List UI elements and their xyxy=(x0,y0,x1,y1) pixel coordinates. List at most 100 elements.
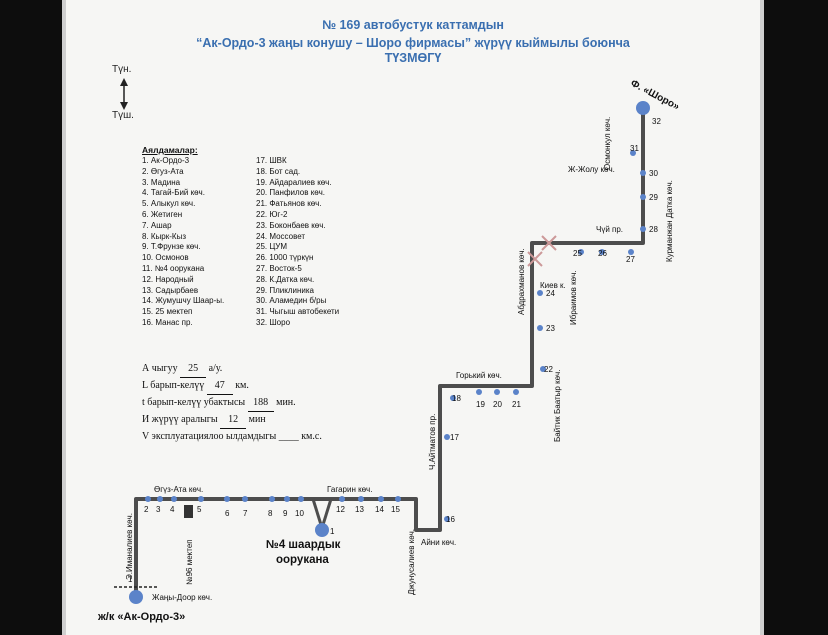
street-label-school96: №96 мектеп xyxy=(185,539,194,585)
stop-number: 15 xyxy=(391,505,400,514)
stop-item: 8. Кырк-Кыз xyxy=(142,231,186,241)
param-a: А чыгуу 25 а/у. xyxy=(142,361,322,378)
stop-dot xyxy=(578,249,584,255)
stop-dot xyxy=(284,496,290,502)
stop-dot xyxy=(444,516,450,522)
stop-dot xyxy=(450,395,456,401)
stop-number: 29 xyxy=(649,193,658,202)
stop-number: 31 xyxy=(630,144,639,153)
stop-number: 8 xyxy=(268,509,273,518)
hospital-marker xyxy=(315,523,329,537)
param-l: L барып-келүү 47 км. xyxy=(142,378,322,395)
hospital-label-line2: оорукана xyxy=(276,554,329,566)
stop-item: 15. 25 мектеп xyxy=(142,307,193,317)
stop-item: 24. Моссовет xyxy=(256,231,306,241)
stop-item: 17. ШВК xyxy=(256,156,287,165)
stop-dot xyxy=(171,496,177,502)
end-terminal-marker xyxy=(636,101,650,115)
stop-dot xyxy=(358,496,364,502)
stop-number: 16 xyxy=(446,515,455,524)
stop-number: 28 xyxy=(649,225,658,234)
stop-number: 3 xyxy=(156,505,161,514)
stop-dot xyxy=(444,434,450,440)
stops-list-title: Аялдамалар: xyxy=(142,145,198,155)
stops-list-col1: 1. Ак-Ордо-3 2. Өгуз-Ата 3. Мадина 4. Та… xyxy=(142,156,224,329)
stop-dot xyxy=(640,194,646,200)
stop-dot xyxy=(537,325,543,331)
stop-number: 25 xyxy=(573,249,582,258)
stop-item: 18. Бот сад. xyxy=(256,166,301,176)
street-label-kurmanjan: Курманжан Датка көч. xyxy=(665,180,674,262)
compass-north-label: Түн. xyxy=(112,64,132,75)
street-label-aini: Айни көч. xyxy=(421,538,456,547)
stop-number: 26 xyxy=(598,249,607,258)
stop-item: 1. Ак-Ордо-3 xyxy=(142,156,190,165)
stop-number: 30 xyxy=(649,169,658,178)
stop-item: 13. Садырбаев xyxy=(142,285,199,295)
closed-segment-icon xyxy=(527,235,557,267)
stop-item: 30. Аламедин б/ры xyxy=(256,296,327,306)
stop-item: 31. Чыгыш автобекети xyxy=(256,307,340,317)
street-label-baitik: Байтик Баатыр көч. xyxy=(553,370,562,442)
stop-number: 9 xyxy=(283,509,288,518)
stop-item: 4. Тагай-Бий көч. xyxy=(142,188,205,198)
street-label-imanaliev: Э.Иманалиев көч. xyxy=(125,513,134,580)
stop-item: 22. Юг-2 xyxy=(256,209,288,219)
stop-dot xyxy=(157,496,163,502)
stop-number: 21 xyxy=(512,400,521,409)
stop-number: 1 xyxy=(128,575,133,584)
stop-dot xyxy=(476,389,482,395)
street-label-osmonkul: Осмонкул көч. xyxy=(603,117,612,170)
hospital-label-line1: №4 шаардык xyxy=(266,539,341,551)
stop-number: 2 xyxy=(144,505,149,514)
stop-dot xyxy=(494,389,500,395)
start-terminal-marker xyxy=(129,590,143,604)
stop-dot xyxy=(242,496,248,502)
route-stops xyxy=(145,150,646,522)
street-label-gagarin: Гагарин көч. xyxy=(327,485,372,494)
stop-item: 20. Панфилов көч. xyxy=(256,188,326,198)
stop-dot xyxy=(145,496,151,502)
stop-dot xyxy=(513,389,519,395)
stop-dot xyxy=(628,249,634,255)
stop-number: 20 xyxy=(493,400,502,409)
stop-dot xyxy=(224,496,230,502)
stop-dot xyxy=(599,249,605,255)
stop-item: 19. Айдаралиев көч. xyxy=(256,177,332,187)
stop-item: 2. Өгуз-Ата xyxy=(142,166,184,176)
stop-dot xyxy=(630,150,636,156)
street-label-ogyz-ata: Өгүз-Ата көч. xyxy=(154,485,203,494)
stop-item: 9. Т.Фрунзе көч. xyxy=(142,242,201,252)
stop-dot xyxy=(395,496,401,502)
stop-item: 7. Ашар xyxy=(142,220,172,230)
stop-number: 18 xyxy=(452,394,461,403)
stop-number: 23 xyxy=(546,324,555,333)
param-v: V эксплуатациялоо ылдамдыгы ____ км.с. xyxy=(142,431,322,442)
stop-item: 3. Мадина xyxy=(142,177,181,187)
street-label-abdrakhmanov: Абдрахманов көч. xyxy=(517,248,526,315)
street-label-chui: Чүй пр. xyxy=(596,225,623,234)
stop-item: 6. Жетиген xyxy=(142,209,183,219)
street-label-gorkiy: Горький көч. xyxy=(456,371,502,380)
stop-number: 27 xyxy=(626,255,635,264)
scheme-title-line3: ТҮЗМӨГҮ xyxy=(384,51,442,65)
stop-item: 25. ЦУМ xyxy=(256,242,288,252)
stop-item: 10. Осмонов xyxy=(142,253,189,263)
stop-number: 13 xyxy=(355,505,364,514)
scheme-title-line2: “Ак-Ордо-3 жаңы конушу – Шоро фирмасы” ж… xyxy=(196,36,630,50)
stop-number: 22 xyxy=(544,365,553,374)
stop-number: 1 xyxy=(330,527,335,536)
stop-item: 16. Манас пр. xyxy=(142,317,193,327)
stop-item: 5. Алыкул көч. xyxy=(142,199,196,209)
stop-dot xyxy=(537,290,543,296)
route-parameters: А чыгуу 25 а/у. L барып-келүү 47 км. t б… xyxy=(142,361,322,445)
street-label-kiev: Киев к. xyxy=(540,281,566,290)
stop-item: 21. Фатьянов көч. xyxy=(256,199,322,209)
stop-number: 17 xyxy=(450,433,459,442)
scheme-title-line1: № 169 автобустук каттамдын xyxy=(322,18,504,32)
stop-dot xyxy=(640,226,646,232)
stop-number: 19 xyxy=(476,400,485,409)
stop-item: 29. Пликлиника xyxy=(256,285,314,295)
stops-list-col2: 17. ШВК 18. Бот сад. 19. Айдаралиев көч.… xyxy=(256,156,339,329)
stop-number: 7 xyxy=(243,509,248,518)
